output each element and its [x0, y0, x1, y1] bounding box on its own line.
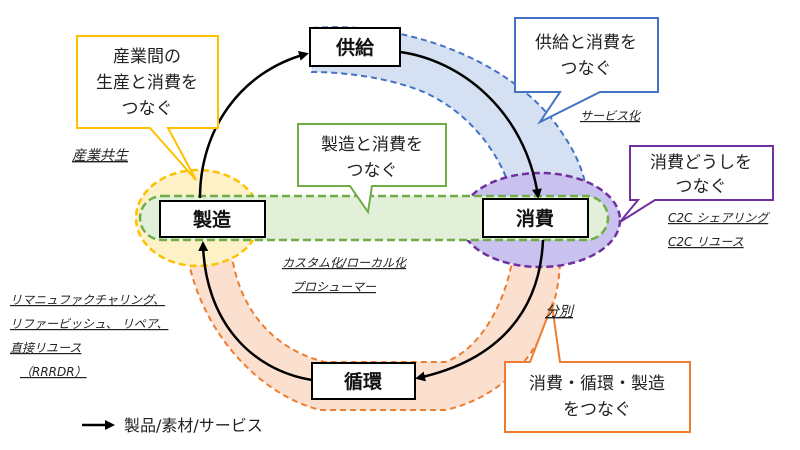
callout-industry: 産業間の 生産と消費を つなぐ [76, 35, 219, 181]
node-consume-label: 消費 [516, 207, 554, 230]
callout-industry-line1: 産業間の [113, 47, 181, 67]
node-supply-label: 供給 [335, 36, 375, 59]
node-manufacture-label: 製造 [192, 208, 232, 231]
label-prosumer: プロシューマー [292, 280, 377, 294]
label-servitization: サービス化 [580, 109, 642, 123]
label-c2c-sharing: C2C シェアリング [668, 211, 770, 225]
label-rrrdr-line4: （RRRDR） [20, 365, 87, 379]
callout-manufacture-consume-line2: つなぐ [347, 161, 398, 181]
label-c2c-reuse: C2C リユース [668, 235, 744, 249]
label-rrrdr-line3: 直接リユース [10, 341, 81, 355]
callout-consumer: 消費どうしを つなぐ [619, 145, 774, 223]
callout-circulation-line2: をつなぐ [563, 400, 631, 420]
callout-consumer-line2: つなぐ [676, 177, 727, 197]
callout-industry-line2: 生産と消費を [96, 73, 198, 93]
callout-consumer-line1: 消費どうしを [650, 153, 752, 173]
label-industrial-symbiosis: 産業共生 [72, 148, 129, 164]
callout-supply-consume-line2: つなぐ [561, 59, 612, 79]
callout-circulation-line1: 消費・循環・製造 [529, 374, 665, 394]
node-supply: 供給 [309, 27, 401, 67]
node-manufacture: 製造 [159, 200, 266, 238]
node-consume: 消費 [482, 198, 589, 238]
node-circulation: 循環 [311, 362, 416, 400]
flow-arrow-circulation-manufacture [198, 241, 313, 382]
callout-circulation: 消費・循環・製造 をつなぐ [504, 301, 691, 433]
callout-manufacture-consume: 製造と消費を つなぐ [297, 123, 447, 215]
label-rrrdr-line2: リファービッシュ、 リペア、 [10, 317, 168, 331]
node-circulation-label: 循環 [344, 370, 383, 393]
legend-label: 製品/素材/サービス [124, 416, 263, 435]
flow-arrow-manufacture-supply [198, 51, 309, 199]
callout-industry-line3: つなぐ [122, 99, 173, 119]
callout-supply-consume: 供給と消費を つなぐ [514, 17, 659, 125]
label-rrrdr-line1: リマニュファクチャリング、 [10, 293, 165, 307]
callout-supply-consume-line1: 供給と消費を [535, 33, 637, 53]
callout-manufacture-consume-line1: 製造と消費を [321, 135, 423, 155]
label-sorting: 分別 [545, 304, 575, 320]
label-customize: カスタム化/ローカル化 [282, 256, 408, 270]
legend: 製品/素材/サービス [82, 416, 263, 435]
flow-arrow-supply-consume [399, 50, 542, 199]
flow-arrow-consume-circulation [415, 239, 545, 382]
